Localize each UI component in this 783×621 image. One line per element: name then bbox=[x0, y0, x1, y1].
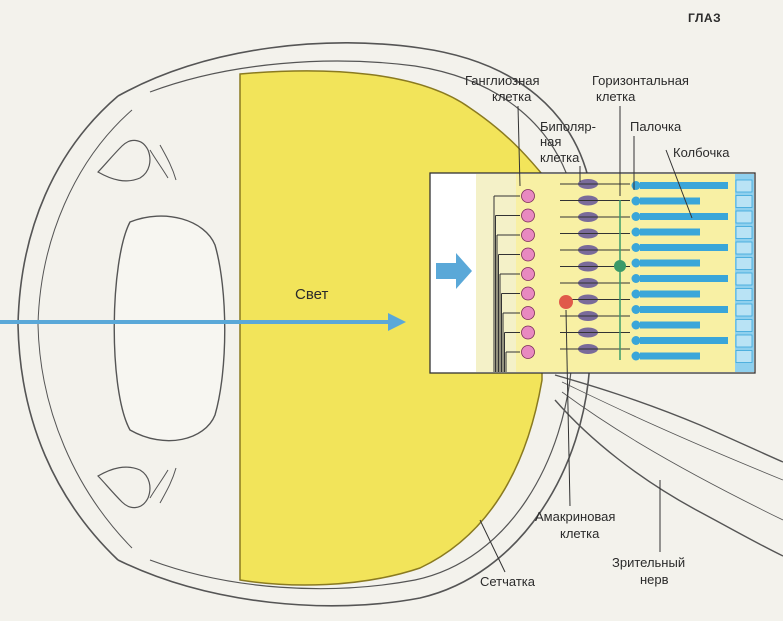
light-ray-arrowhead bbox=[388, 313, 406, 331]
cone-cell bbox=[640, 197, 700, 205]
cone-cell bbox=[640, 259, 700, 267]
cornea-inner bbox=[37, 109, 133, 549]
ciliary-lower bbox=[149, 467, 177, 504]
cone-cell bbox=[640, 290, 700, 298]
pigment-cell bbox=[735, 319, 753, 332]
pigment-cell bbox=[735, 257, 753, 270]
rod-cell bbox=[640, 244, 728, 251]
pigment-cell bbox=[735, 350, 753, 363]
ganglion-cell bbox=[521, 247, 535, 262]
retina-leader bbox=[479, 519, 506, 573]
pigment-cell bbox=[735, 334, 753, 348]
ganglion-cell bbox=[521, 325, 535, 340]
optic-nerve bbox=[554, 374, 783, 463]
amacrine-label-1: Амакриновая bbox=[535, 509, 615, 524]
iris-upper bbox=[97, 139, 151, 182]
optic-nerve-fibers bbox=[561, 381, 783, 521]
light-label: Свет bbox=[295, 286, 328, 303]
optic-nerve-lower bbox=[554, 399, 783, 557]
ciliary-upper bbox=[149, 144, 177, 181]
lens bbox=[113, 215, 226, 442]
photoreceptor-nucleus bbox=[631, 258, 641, 268]
rod-cell bbox=[640, 275, 728, 282]
ganglion-cell bbox=[521, 306, 535, 320]
optic-nerve-label-1: Зрительный bbox=[612, 555, 685, 570]
photoreceptor-nucleus bbox=[631, 351, 641, 361]
ganglion-cell bbox=[521, 208, 535, 223]
ganglion-cell bbox=[521, 286, 535, 301]
pigment-cell bbox=[735, 241, 753, 255]
ganglion-leader bbox=[517, 105, 521, 187]
photoreceptor-nucleus bbox=[631, 305, 641, 314]
pigment-cell bbox=[735, 210, 753, 224]
iris-lower bbox=[97, 466, 151, 509]
retina-inset bbox=[429, 172, 756, 374]
pigment-cell bbox=[735, 195, 753, 208]
photoreceptor-nucleus bbox=[631, 320, 641, 330]
cone-label: Колбочка bbox=[673, 145, 730, 160]
photoreceptor-nucleus bbox=[631, 227, 641, 237]
photoreceptor-nucleus bbox=[631, 243, 641, 252]
rod-label: Палочка bbox=[630, 119, 682, 134]
ganglion-cell bbox=[521, 267, 535, 281]
rod-cell bbox=[640, 306, 728, 313]
amacrine-cell bbox=[559, 295, 573, 309]
pigment-cell bbox=[735, 226, 753, 239]
cone-cell bbox=[640, 228, 700, 236]
ganglion-cell bbox=[521, 228, 535, 242]
bipolar-layer bbox=[560, 179, 630, 354]
rod-cell bbox=[640, 213, 728, 220]
amacrine-leader bbox=[565, 309, 571, 507]
bipolar-label-3: клетка bbox=[540, 150, 580, 165]
ganglion-cell bbox=[521, 189, 535, 203]
photoreceptor-nucleus bbox=[631, 274, 641, 283]
amacrine-label-2: клетка bbox=[560, 526, 600, 541]
pigment-cell bbox=[735, 288, 753, 301]
pigment-cell bbox=[735, 303, 753, 317]
photoreceptor-nucleus bbox=[631, 212, 641, 221]
page-title: ГЛАЗ bbox=[688, 11, 721, 25]
photoreceptor-nucleus bbox=[631, 196, 641, 206]
rod-cell bbox=[640, 337, 728, 344]
pigment-cell bbox=[735, 272, 753, 286]
cone-cell bbox=[640, 321, 700, 329]
photoreceptor-nucleus bbox=[631, 289, 641, 299]
pigment-cell bbox=[735, 179, 753, 193]
retina-label: Сетчатка bbox=[480, 574, 536, 589]
ganglion-label-1: Ганглиозная bbox=[465, 73, 540, 88]
rod-cell bbox=[640, 182, 728, 189]
photoreceptor-nucleus bbox=[631, 181, 641, 190]
bipolar-label-2: ная bbox=[540, 134, 561, 149]
bipolar-label-1: Биполяр- bbox=[540, 119, 596, 134]
optic-nerve-label-2: нерв bbox=[640, 572, 669, 587]
ganglion-layer bbox=[521, 189, 535, 359]
cone-cell bbox=[640, 352, 700, 360]
ganglion-axons bbox=[493, 195, 520, 372]
photoreceptor-nucleus bbox=[631, 336, 641, 345]
horizontal-label-2: клетка bbox=[596, 89, 636, 104]
ganglion-label-2: клетка bbox=[492, 89, 532, 104]
ganglion-cell bbox=[521, 345, 535, 359]
cornea bbox=[17, 95, 119, 561]
horizontal-label-1: Горизонтальная bbox=[592, 73, 689, 88]
photoreceptor-layer bbox=[631, 179, 753, 363]
cone-leader bbox=[665, 149, 693, 219]
inset-light-arrow bbox=[436, 253, 472, 289]
